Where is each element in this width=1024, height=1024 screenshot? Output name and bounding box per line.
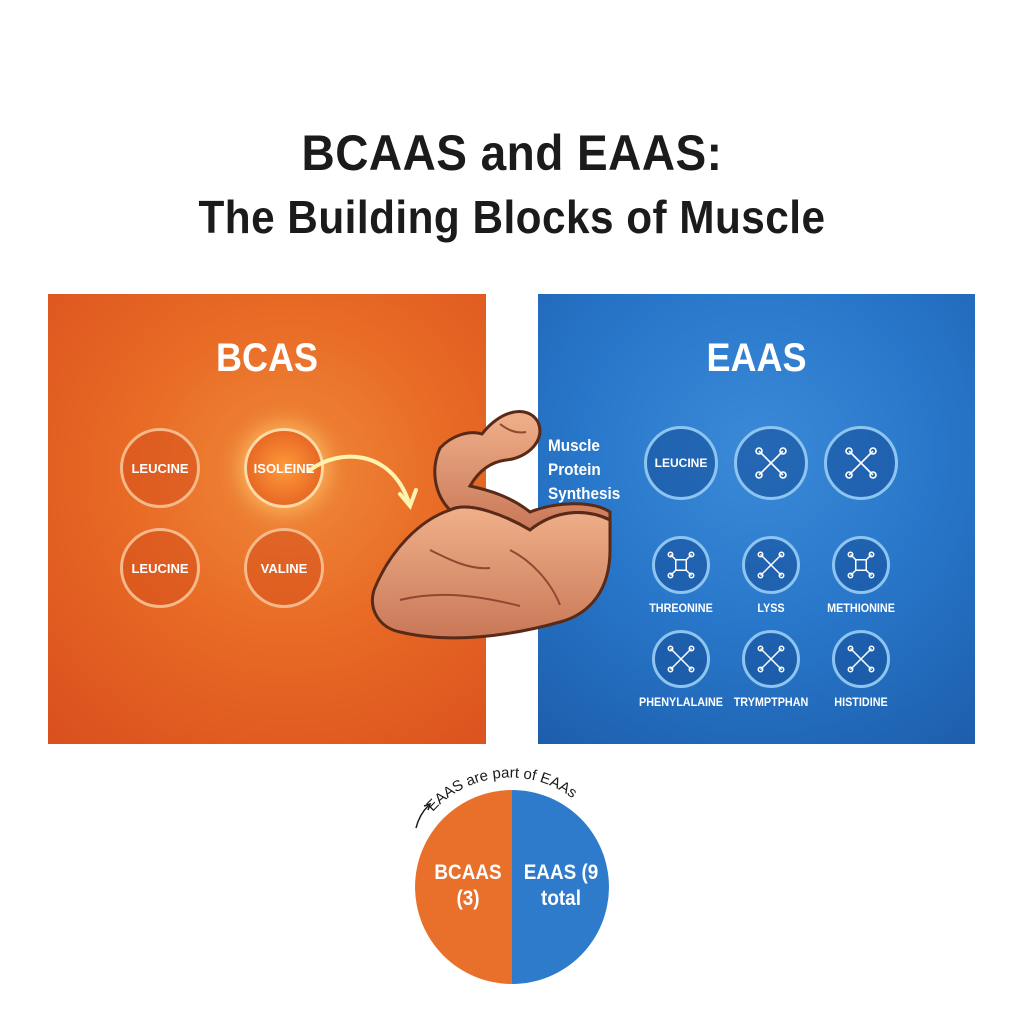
- bcaa-circle-isoleucine: ISOLEINE: [244, 428, 324, 508]
- eaa-label-phenylalanine: PHENYLALAINE: [638, 695, 724, 709]
- eaa-circle-molecule-2: [824, 426, 898, 500]
- molecule-icon: [847, 551, 875, 579]
- molecule-icon: [667, 551, 695, 579]
- amino-acid-label: VALINE: [260, 560, 308, 576]
- molecule-icon: [667, 645, 695, 673]
- annotation-line: Synthesis: [548, 484, 621, 503]
- eaa-circle-tryptophan: [742, 630, 800, 688]
- pie-slice-bcaas: [415, 790, 512, 984]
- bcaa-eaa-pie: [415, 790, 609, 984]
- molecule-icon: [757, 645, 785, 673]
- eaa-label-histidine: HISTIDINE: [834, 695, 888, 709]
- pie-label-line: total: [541, 887, 581, 910]
- arrow-icon: [308, 454, 418, 510]
- molecule-icon: [755, 447, 787, 479]
- annotation-line: Muscle: [548, 436, 600, 455]
- amino-acid-label: LEUCINE: [131, 460, 189, 476]
- main-title-line-1: BCAAS and EAAS:: [301, 125, 723, 181]
- eaa-circle-histidine: [832, 630, 890, 688]
- annotation-line: Protein: [548, 460, 601, 479]
- amino-acid-label: LEUCINE: [131, 560, 189, 576]
- eaa-label-threonine: THREONINE: [649, 601, 713, 615]
- main-title-line-2: The Building Blocks of Muscle: [198, 191, 826, 243]
- pie-label-line: EAAS (9: [523, 861, 599, 884]
- flexed-arm-icon: [371, 410, 612, 640]
- pie-label-bcaas: BCAAS (3): [432, 860, 504, 912]
- bcaa-circle-valine: VALINE: [244, 528, 324, 608]
- eaa-label-methionine: METHIONINE: [827, 601, 895, 615]
- muscle-protein-synthesis-label: Muscle Protein Synthesis: [548, 434, 620, 506]
- eaa-label-tryptophan: TRYMPTPHAN: [733, 695, 809, 709]
- bcaa-circle-leucine-1: LEUCINE: [120, 428, 200, 508]
- bcaa-circle-leucine-2: LEUCINE: [120, 528, 200, 608]
- eaa-circle-phenylalanine: [652, 630, 710, 688]
- bcaa-panel-heading: BCAS: [215, 336, 319, 380]
- pie-label-line: (3): [456, 887, 480, 910]
- eaa-panel-heading: EAAS: [706, 336, 807, 380]
- amino-acid-label: LEUCINE: [654, 456, 708, 470]
- eaa-circle-lysine: [742, 536, 800, 594]
- eaa-circle-leucine: LEUCINE: [644, 426, 718, 500]
- pie-label-line: BCAAS: [434, 861, 502, 884]
- eaa-label-lysine: LYSS: [757, 601, 785, 615]
- eaa-circle-methionine: [832, 536, 890, 594]
- molecule-icon: [845, 447, 877, 479]
- bcaa-panel: BCAS LEUCINE ISOLEINE LEUCINE VALINE: [48, 294, 486, 744]
- eaa-circle-threonine: [652, 536, 710, 594]
- eaa-circle-molecule-1: [734, 426, 808, 500]
- molecule-icon: [847, 645, 875, 673]
- pie-label-eaas: EAAS (9 total: [521, 860, 602, 912]
- molecule-icon: [757, 551, 785, 579]
- amino-acid-label: ISOLEINE: [253, 460, 315, 476]
- pie-slice-eaas: [512, 790, 609, 984]
